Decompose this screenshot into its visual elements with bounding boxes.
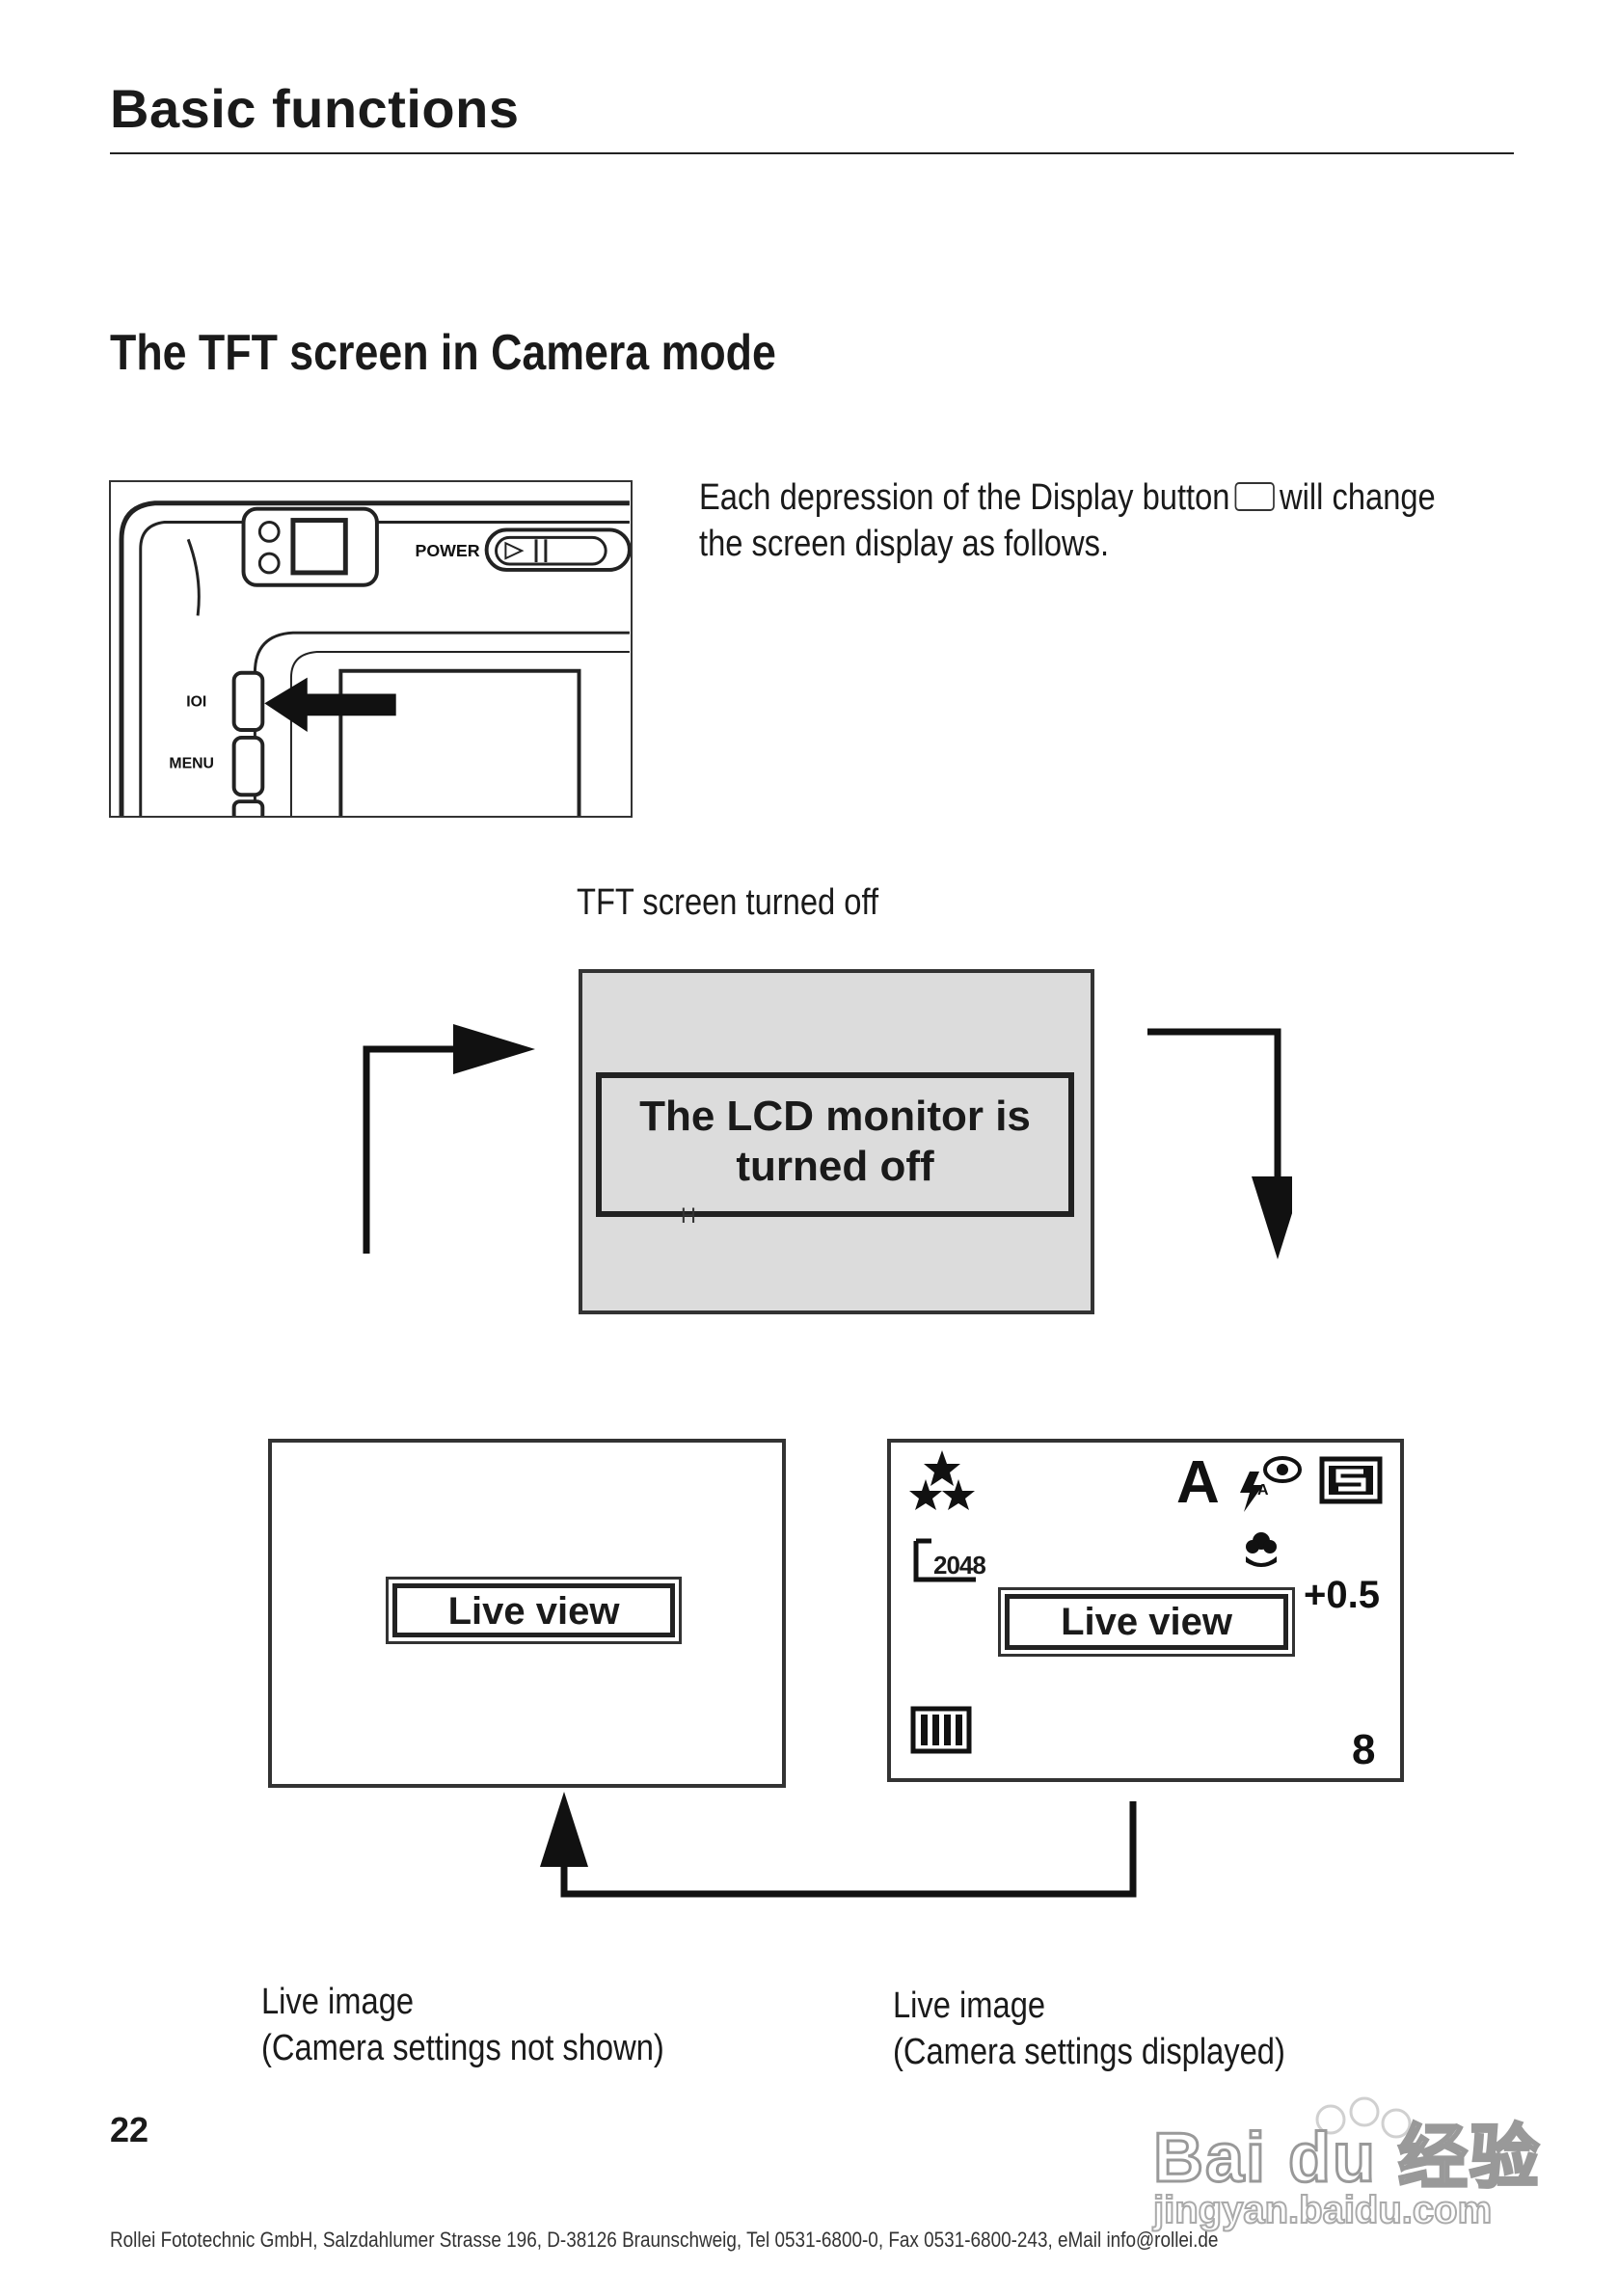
caption-live-plain-line2: (Camera settings not shown): [261, 2028, 664, 2068]
baidu-paw-icon: [1315, 2096, 1412, 2139]
viewfinder-icon: [241, 506, 379, 587]
flow-arrow-right-down: [1147, 1028, 1292, 1259]
display-button-icon: [1234, 481, 1275, 511]
lcd-off-line1: The LCD monitor is: [639, 1093, 1031, 1140]
footer-text: Rollei Fototechnic GmbH, Salzdahlumer St…: [110, 2228, 1219, 2252]
intro-line2: the screen display as follows.: [699, 524, 1110, 564]
battery-icon: [910, 1706, 972, 1754]
caption-live-info-line2: (Camera settings displayed): [893, 2032, 1285, 2072]
svg-text:A: A: [1257, 1482, 1269, 1499]
menu-label: MENU: [169, 756, 214, 772]
macro-flower-icon: [1246, 1532, 1277, 1567]
intro-text: Each depression of the Display button wil…: [699, 474, 1436, 567]
caption-live-info-line1: Live image: [893, 1985, 1046, 2026]
screen-live-plain: [268, 1439, 786, 1788]
header-rule: [110, 152, 1514, 154]
screen-off-tick: H: [681, 1203, 696, 1228]
osd-exposure: +0.5: [1304, 1574, 1380, 1616]
caption-live-plain-line1: Live image: [261, 1982, 415, 2022]
lcd-off-message: The LCD monitor is turned off: [596, 1072, 1074, 1217]
live-view-label-plain: Live view: [386, 1577, 682, 1644]
live-view-text-plain: Live view: [392, 1583, 675, 1637]
caption-screen-off: TFT screen turned off: [577, 882, 879, 923]
caption-live-info: Live image (Camera settings displayed): [893, 1983, 1285, 2075]
intro-line1-before: Each depression of the Display button: [699, 477, 1230, 518]
quality-stars-icon: [909, 1450, 975, 1510]
menu-button: [231, 735, 265, 797]
section-header: Basic functions: [110, 78, 520, 139]
flow-arrow-return: [540, 1792, 1137, 1898]
s-mode-icon: [1319, 1456, 1383, 1504]
camera-illustration: POWER IOI MENU: [109, 480, 633, 818]
screen-live-info: [887, 1439, 1404, 1782]
flash-auto-redeye-icon: A: [1240, 1456, 1302, 1512]
resolution-icon: [913, 1538, 976, 1582]
live-view-label-info: Live view: [998, 1587, 1295, 1657]
lcd-off-line2: turned off: [736, 1143, 934, 1190]
arrow-left-icon: [264, 677, 396, 733]
display-button-label: IOI: [186, 693, 206, 710]
caption-live-plain: Live image (Camera settings not shown): [261, 1979, 664, 2071]
flow-arrow-up-right: [363, 1024, 535, 1254]
lower-button: [231, 799, 265, 816]
screen-off: [579, 969, 1094, 1314]
watermark-url: jingyan.baidu.com: [1152, 2188, 1493, 2232]
power-switch-icon: [484, 527, 631, 572]
page-title: The TFT screen in Camera mode: [110, 325, 776, 381]
osd-resolution: 2048: [933, 1551, 986, 1580]
osd-mode: A: [1176, 1449, 1220, 1516]
live-view-text-info: Live view: [1005, 1594, 1288, 1650]
power-label: POWER: [415, 541, 479, 560]
page-number: 22: [110, 2110, 149, 2149]
intro-line1-after: will change: [1280, 477, 1436, 518]
osd-shots-remaining: 8: [1352, 1726, 1376, 1773]
display-button-icon: [231, 670, 265, 733]
watermark-brand: Bai du 经验: [1151, 2119, 1542, 2199]
